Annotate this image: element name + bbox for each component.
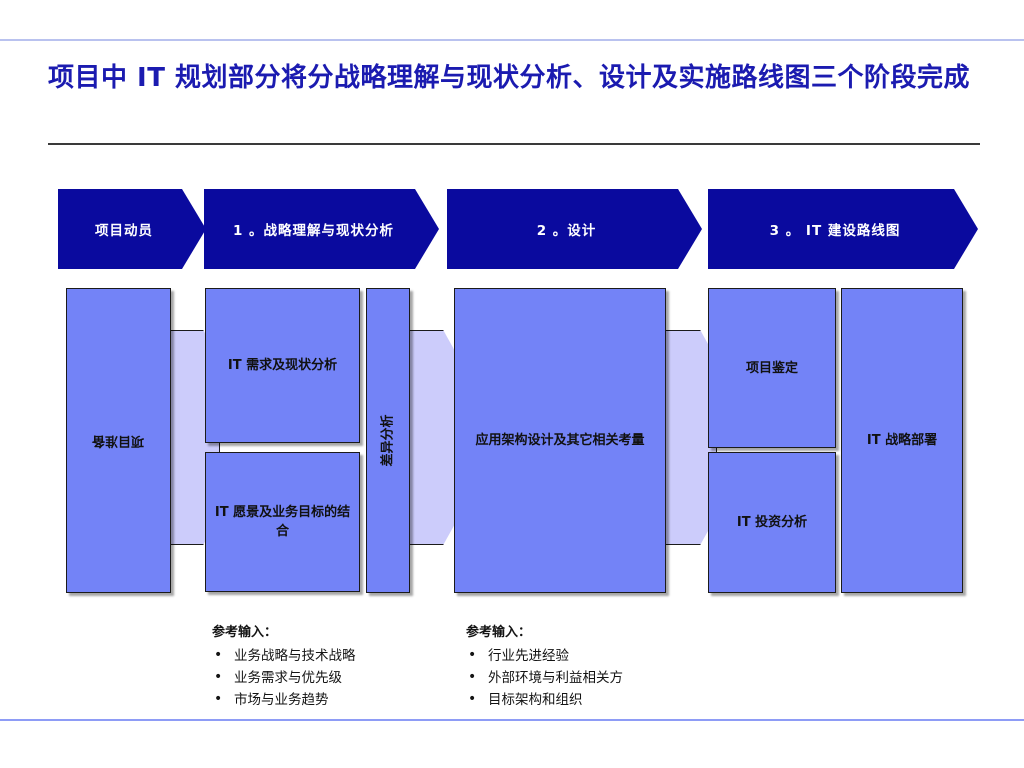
list-item: 行业先进经验 — [466, 644, 726, 667]
activity-box-mobilization[interactable]: 项目准备 — [66, 288, 171, 593]
top-divider — [0, 39, 1024, 41]
list-item: 市场与业务趋势 — [212, 688, 452, 711]
phase-chevron-label: 项目动员 — [95, 223, 153, 239]
activity-box-label: 项目鉴定 — [745, 360, 798, 376]
list-item: 业务战略与技术战略 — [212, 644, 452, 667]
phase-chevron-roadmap[interactable]: 3 。 IT 建设路线图 — [708, 189, 978, 269]
phase-chevron-design[interactable]: 2 。设计 — [447, 189, 702, 269]
activity-box-it-vision[interactable]: IT 愿景及业务目标的结合 — [205, 452, 360, 592]
page-title: 项目中 IT 规划部分将分战略理解与现状分析、设计及实施路线图三个阶段完成 — [48, 63, 971, 93]
phase-chevron-label: 1 。战略理解与现状分析 — [232, 223, 395, 239]
note-heading: 参考输入： — [466, 625, 532, 640]
note-heading: 参考输入： — [212, 625, 278, 640]
activity-box-it-deployment[interactable]: IT 战略部署 — [841, 288, 963, 593]
activity-box-label: IT 投资分析 — [736, 515, 808, 530]
connector-arrow-strategy-to-design — [400, 330, 460, 545]
bottom-divider — [0, 719, 1024, 721]
activity-box-label: 差异分析 — [380, 414, 396, 467]
note-list: 业务战略与技术战略 业务需求与优先级 市场与业务趋势 — [212, 644, 452, 711]
phase-chevron-strategy[interactable]: 1 。战略理解与现状分析 — [204, 189, 439, 269]
activity-box-label: 项目准备 — [92, 433, 145, 448]
activity-box-label: 应用架构设计及其它相关考量 — [475, 433, 645, 448]
reference-input-note-strategy: 参考输入： 业务战略与技术战略 业务需求与优先级 市场与业务趋势 — [212, 622, 452, 711]
activity-box-it-investment[interactable]: IT 投资分析 — [708, 452, 836, 593]
list-item: 目标架构和组织 — [466, 688, 726, 711]
phase-chevron-label: 2 。设计 — [536, 223, 597, 239]
activity-box-it-demand[interactable]: IT 需求及现状分析 — [205, 288, 360, 443]
list-item: 业务需求与优先级 — [212, 666, 452, 689]
activity-box-label: IT 愿景及业务目标的结合 — [214, 505, 351, 539]
phase-chevron-label: 3 。 IT 建设路线图 — [769, 223, 901, 239]
note-list: 行业先进经验 外部环境与利益相关方 目标架构和组织 — [466, 644, 726, 711]
activity-box-label: IT 需求及现状分析 — [227, 358, 338, 373]
phase-chevron-mobilization[interactable]: 项目动员 — [58, 189, 206, 269]
activity-box-label: IT 战略部署 — [866, 433, 938, 448]
activity-box-app-architecture[interactable]: 应用架构设计及其它相关考量 — [454, 288, 666, 593]
activity-box-project-appraisal[interactable]: 项目鉴定 — [708, 288, 836, 448]
list-item: 外部环境与利益相关方 — [466, 666, 726, 689]
reference-input-note-design: 参考输入： 行业先进经验 外部环境与利益相关方 目标架构和组织 — [466, 622, 726, 711]
title-underline — [48, 143, 980, 145]
activity-box-gap-analysis[interactable]: 差异分析 — [366, 288, 410, 593]
